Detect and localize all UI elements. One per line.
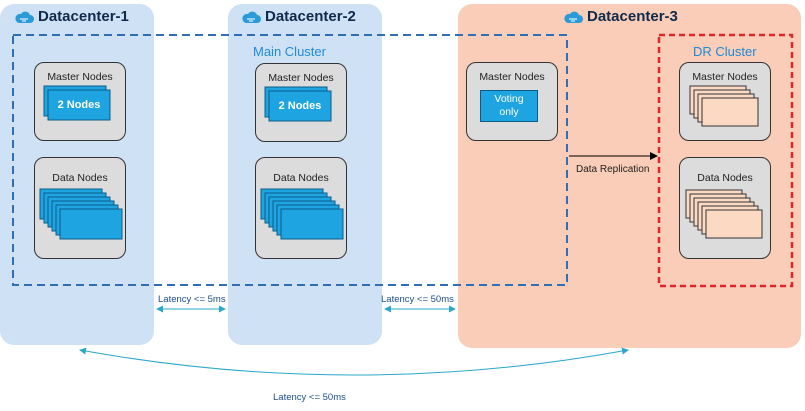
dr-cluster-border [657,33,794,288]
dc1-master-nodes-label: Master Nodes [47,71,113,83]
datacenter-3-title: Datacenter-3 [563,8,678,25]
latency-label-dc1-dc2: Latency <= 5ms [158,294,226,305]
main-cluster-border [12,34,568,286]
dr-cluster-title: DR Cluster [693,44,757,59]
latency-label-dc2-dc3: Latency <= 50ms [381,294,454,305]
main-cluster-title: Main Cluster [253,44,326,59]
dr-master-nodes-label: Master Nodes [692,71,758,83]
voting-only-node: Voting only [480,90,538,122]
cloud-icon [564,11,583,23]
latency-arrow-dc1-dc3 [79,347,629,376]
dc2-data-stack [260,188,344,240]
latency-label-dc1-dc3: Latency <= 50ms [273,392,346,403]
datacenter-1-label: Datacenter-1 [38,8,129,25]
voting-line-1: Voting [494,93,524,105]
dc1-data-stack [39,188,123,240]
datacenter-2-label: Datacenter-2 [265,8,356,25]
dc2-master-stack [264,86,332,122]
cloud-icon [242,11,261,23]
datacenter-2-title: Datacenter-2 [241,8,356,25]
dr-data-nodes-label: Data Nodes [697,172,753,184]
voting-line-2: only [499,106,519,118]
dc2-data-nodes-label: Data Nodes [273,172,329,184]
dc3-master-nodes-label: Master Nodes [479,71,545,83]
dc1-master-count: 2 Nodes [57,99,101,111]
dr-data-stack [685,189,763,239]
replication-label: Data Replication [576,164,650,175]
dr-master-stack [689,85,759,127]
dc1-data-nodes-label: Data Nodes [52,172,108,184]
datacenter-3-label: Datacenter-3 [587,8,678,25]
dc2-master-count: 2 Nodes [278,100,322,112]
dc1-master-stack [43,85,111,121]
dc2-master-nodes-label: Master Nodes [268,72,334,84]
cloud-icon [15,11,34,23]
datacenter-1-title: Datacenter-1 [14,8,129,25]
